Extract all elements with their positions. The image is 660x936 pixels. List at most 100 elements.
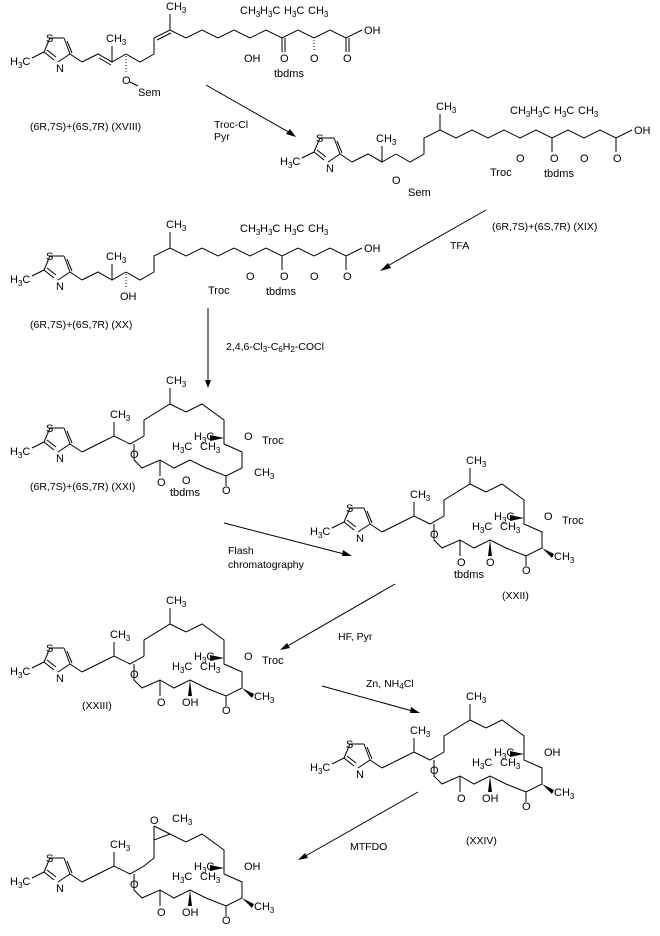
svg-text:O: O [580,153,589,165]
reagent-step-7: MTFDO [350,841,387,853]
svg-text:OH: OH [182,907,199,919]
svg-text:Sem: Sem [408,187,431,199]
svg-text:H3C: H3C [472,521,492,535]
arrow-step-6 [321,685,420,713]
arrow-step-2 [380,209,487,271]
svg-text:CH3: CH3 [554,787,575,801]
svg-text:O: O [280,271,289,283]
svg-text:CH3: CH3 [106,33,127,47]
svg-text:H3C: H3C [310,762,330,776]
compound-xxii: H3C S N CH3 CH3 H3C O Troc H3C CH3 CH3 O… [310,455,584,581]
reagent-step-2: TFA [450,240,469,252]
reagent-step-4-line-1: Flash [228,545,254,557]
compound-final-epoxide: H3C S N O CH3 CH3 H3C OH H3C CH3 CH3 O O… [10,813,275,927]
label-xxi: (6R,7S)+(6S,7R) (XXI) [30,481,135,493]
svg-text:O: O [130,879,139,891]
svg-text:CH3: CH3 [106,251,127,265]
svg-text:H3C: H3C [472,757,492,771]
svg-text:OH: OH [120,291,137,303]
svg-text:O: O [222,705,231,717]
svg-text:H3C: H3C [10,274,30,288]
svg-text:CH3: CH3 [554,551,575,565]
arrow-step-4 [223,522,352,556]
svg-text:CH3: CH3 [578,105,599,119]
svg-text:O: O [150,815,159,827]
svg-text:O: O [280,53,289,65]
svg-text:OH: OH [482,793,499,805]
svg-text:N: N [56,883,64,895]
svg-text:O: O [430,765,439,777]
svg-text:O: O [130,449,139,461]
svg-text:O: O [522,565,531,577]
svg-text:O: O [157,697,166,709]
svg-text:CH3: CH3 [200,871,221,885]
svg-text:O: O [522,801,531,813]
atom-n: N [56,63,64,75]
svg-text:O: O [486,557,495,569]
svg-text:N: N [56,281,64,293]
svg-text:OH: OH [364,243,381,255]
arrow-step-7 [298,791,419,860]
svg-text:CH3: CH3 [466,455,487,469]
sem-group: Sem [138,87,161,99]
svg-text:CH3: CH3 [466,691,487,705]
svg-text:O: O [182,475,191,487]
svg-text:S: S [46,423,53,435]
svg-text:S: S [346,503,353,515]
svg-text:O: O [244,651,253,663]
arrow-step-3 [205,308,211,388]
svg-text:Troc: Troc [490,167,512,179]
reagent-step-1-line-2: Pyr [214,131,230,143]
svg-text:O: O [130,669,139,681]
reagent-step-6: Zn, NH4Cl [366,678,414,691]
svg-text:O: O [310,271,319,283]
svg-text:S: S [46,643,53,655]
label-xxiii: (XXIII) [82,700,112,712]
svg-text:O: O [457,557,466,569]
svg-text:O: O [222,915,231,927]
svg-text:CH3: CH3 [200,441,221,455]
svg-text:CH3: CH3 [436,101,457,115]
svg-text:CH3: CH3 [166,1,187,15]
svg-text:Troc: Troc [562,515,584,527]
svg-text:S: S [346,739,353,751]
svg-text:H3C: H3C [310,526,330,540]
svg-text:O: O [246,271,255,283]
svg-text:O: O [157,477,166,489]
compound-xxiii: H3C S N CH3 CH3 H3C O Troc H3C CH3 CH3 O… [10,595,284,717]
svg-text:N: N [356,533,364,545]
svg-text:O: O [222,485,231,497]
svg-text:N: N [356,769,364,781]
atom-h3c: H3C [10,56,30,70]
svg-text:O: O [430,529,439,541]
svg-text:CH3: CH3 [166,595,187,609]
svg-text:CH3: CH3 [166,219,187,233]
svg-text:OH: OH [244,53,261,65]
reagent-step-4-line-2: chromatography [228,559,305,571]
svg-text:O: O [550,153,559,165]
svg-text:CH3: CH3 [110,839,131,853]
svg-text:H3C: H3C [284,5,304,19]
svg-text:CH3: CH3 [254,691,275,705]
svg-text:OH: OH [544,747,561,759]
svg-text:OH: OH [182,697,199,709]
svg-text:N: N [56,453,64,465]
svg-text:N: N [326,163,334,175]
svg-text:CH3: CH3 [172,813,193,827]
label-xxii: (XXII) [502,590,529,602]
svg-text:CH3: CH3 [254,467,275,481]
svg-text:tbdms: tbdms [170,487,200,499]
label-xx: (6R,7S)+(6S,7R) (XX) [30,319,132,331]
svg-text:CH3: CH3 [200,661,221,675]
label-xix: (6R,7S)+(6S,7R) (XIX) [492,221,597,233]
svg-text:tbdms: tbdms [454,569,484,581]
svg-text:CH3: CH3 [110,409,131,423]
arrow-step-1 [205,84,296,137]
svg-text:H3C: H3C [284,223,304,237]
svg-text:OH: OH [634,125,651,137]
svg-text:H3C: H3C [172,871,192,885]
svg-text:H3C: H3C [530,105,550,119]
tbdms-group: tbdms [274,68,304,80]
svg-text:CH3: CH3 [254,901,275,915]
svg-text:N: N [56,673,64,685]
